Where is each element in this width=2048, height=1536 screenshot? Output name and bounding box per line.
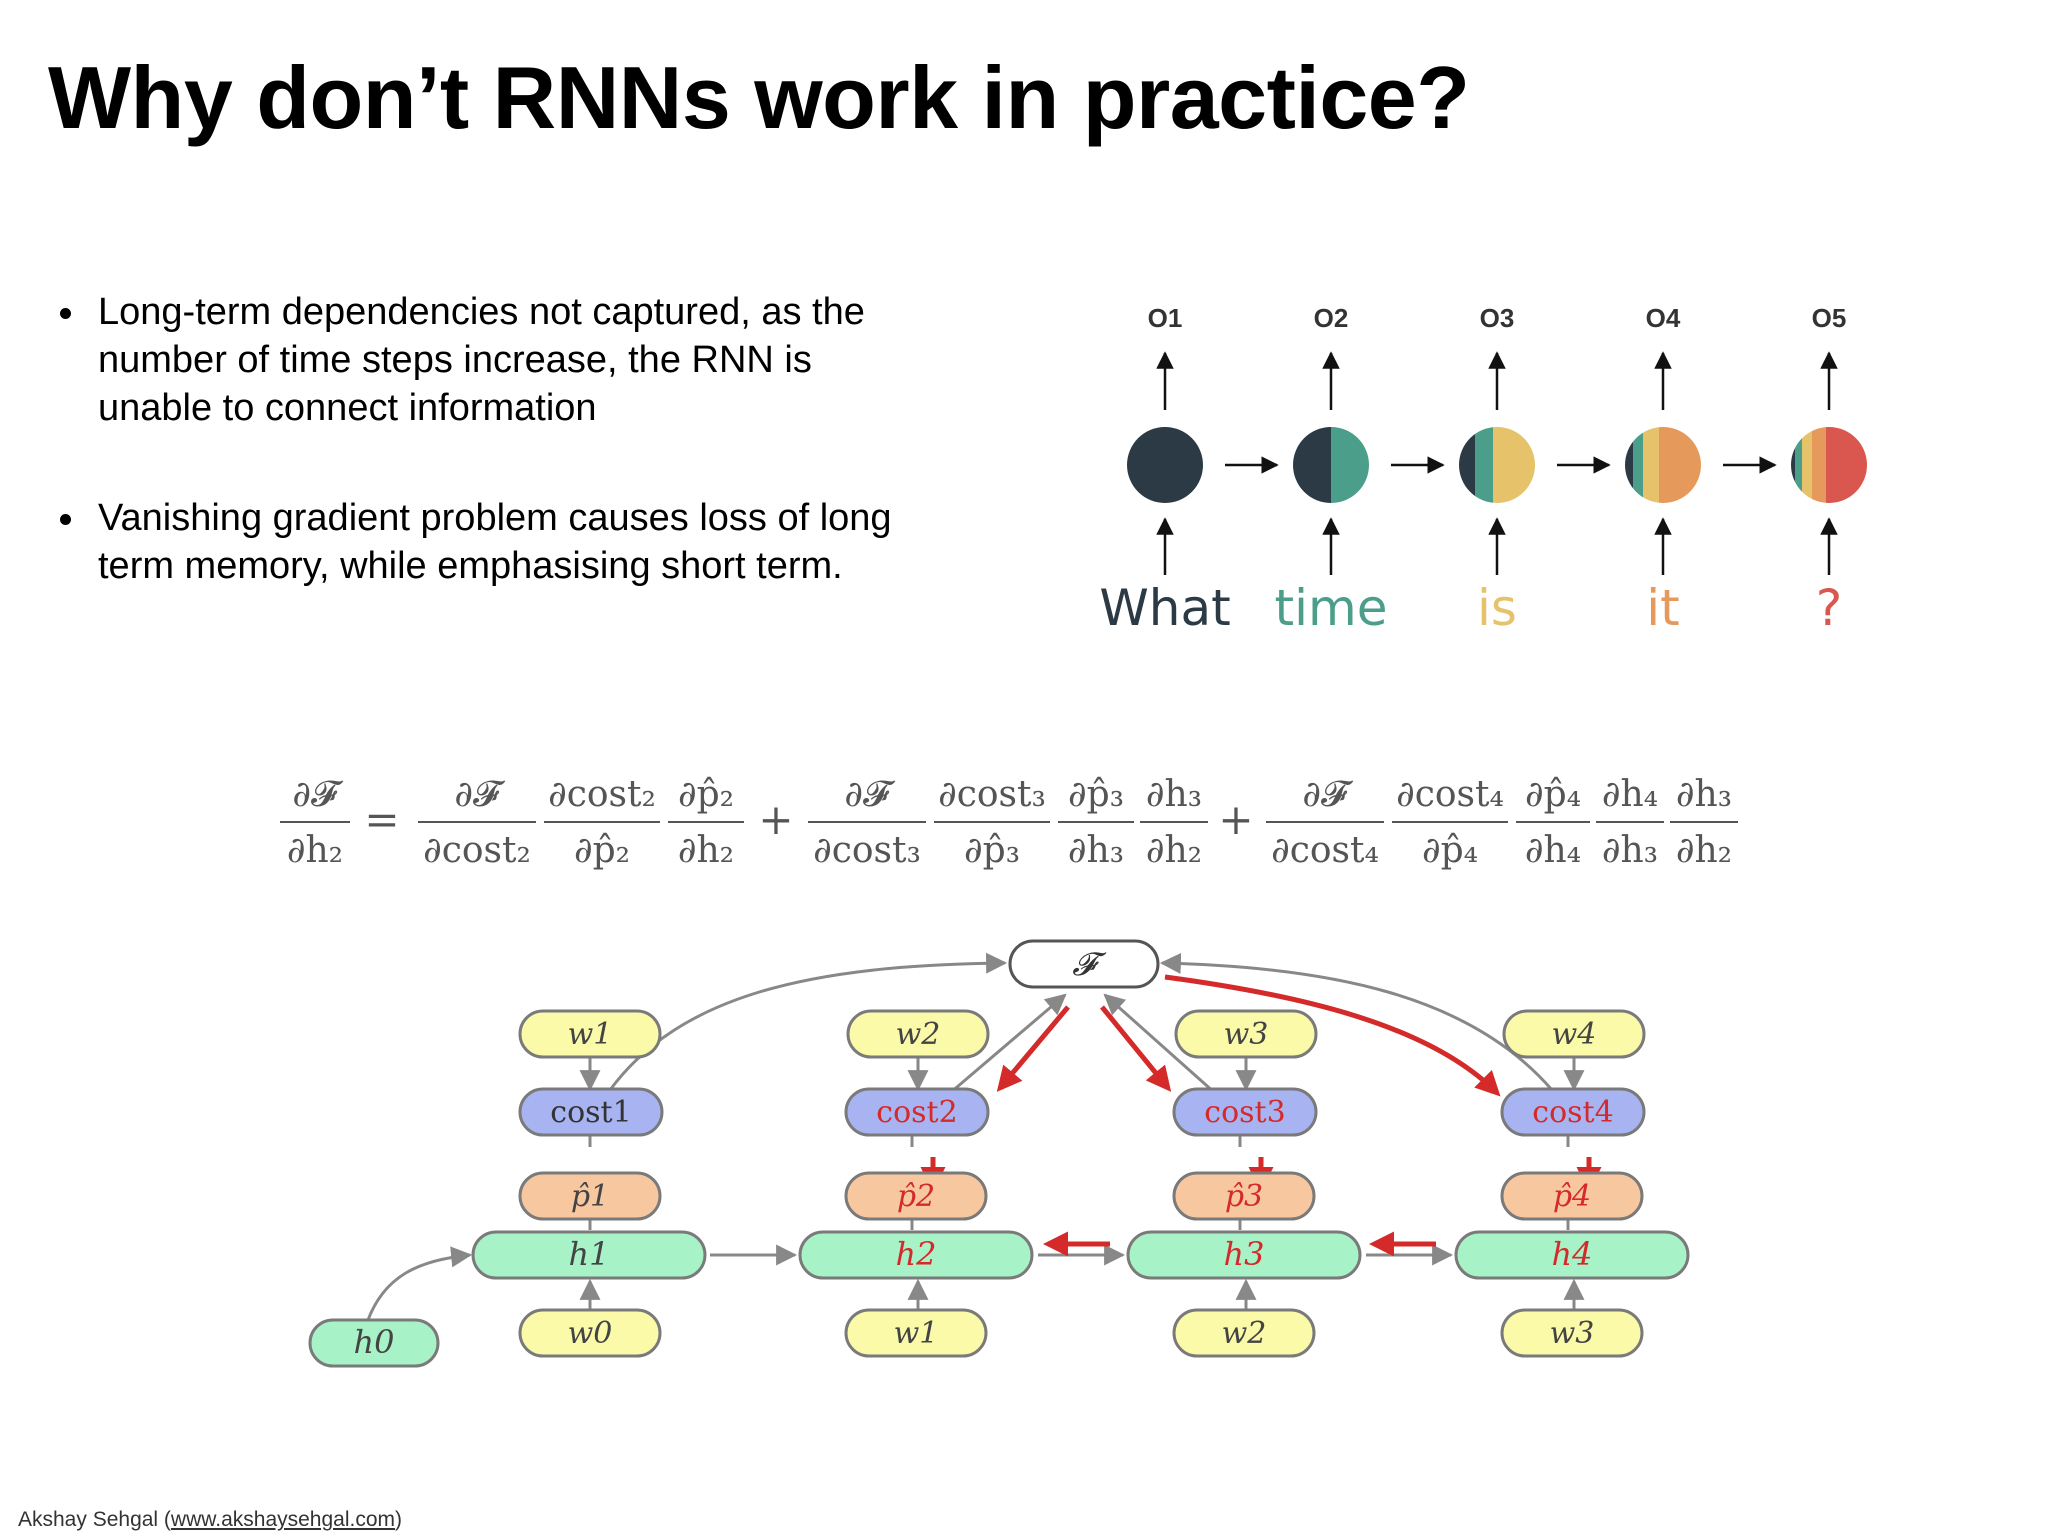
frac-den: ∂p̂₃ [964, 830, 1020, 871]
frac-den: ∂cost₂ [423, 830, 531, 871]
frac-den: ∂cost₃ [813, 830, 921, 871]
backprop-graph: 𝓕 h0 w1 cost1 p̂1 h1 w0 w2 cost2 p̂2 h2 … [308, 939, 1690, 1368]
w-top-label: w1 [568, 1017, 613, 1052]
cost-label: cost1 [550, 1095, 631, 1130]
gradient-equation: ∂𝓕 ∂h₂ = ∂𝓕 ∂cost₂ ∂cost₂ ∂p̂₂ ∂p̂₂ ∂h₂ … [280, 774, 1738, 871]
frac-den: ∂h₄ [1525, 830, 1581, 871]
p-label: p̂1 [571, 1179, 609, 1214]
footer-link[interactable]: www.akshaysehgal.com [170, 1508, 396, 1531]
output-label: O5 [1812, 303, 1847, 333]
w-top-label: w3 [1224, 1017, 1269, 1052]
plus-sign: + [758, 795, 793, 844]
input-word: is [1477, 579, 1517, 637]
w-bottom-label: w1 [894, 1316, 939, 1351]
frac-num: ∂h₃ [1146, 774, 1202, 815]
w-bottom-label: w2 [1222, 1316, 1267, 1351]
plus-sign: + [1218, 795, 1253, 844]
graph-column-3: w3 cost3 p̂3 h3 w2 [1126, 1009, 1362, 1358]
graph-column-4: w4 cost4 p̂4 h4 w3 [1454, 1009, 1690, 1358]
h-label: h4 [1552, 1235, 1593, 1273]
cost-label: cost4 [1532, 1095, 1613, 1130]
input-word: ? [1816, 579, 1843, 637]
frac-num: ∂cost₃ [938, 774, 1046, 815]
h-label: h1 [569, 1235, 610, 1273]
p-label: p̂2 [897, 1179, 935, 1214]
frac-num: ∂h₄ [1602, 774, 1658, 815]
w-top-label: w4 [1552, 1017, 1597, 1052]
footer-close: ) [395, 1508, 403, 1531]
frac-num: ∂p̂₄ [1525, 774, 1581, 815]
w-top-label: w2 [896, 1017, 941, 1052]
slide-title: Why don’t RNNs work in practice? [48, 48, 1470, 147]
h-label: h3 [1224, 1235, 1265, 1273]
graph-column-1: w1 cost1 p̂1 h1 w0 [471, 1009, 707, 1358]
bullet-item: Long-term dependencies not captured, as … [60, 288, 920, 432]
frac-den: ∂h₂ [1146, 830, 1202, 871]
input-word: What [1099, 579, 1230, 637]
frac-den: ∂h₃ [1068, 830, 1124, 871]
frac-den: ∂h₃ [1602, 830, 1658, 871]
w-bottom-label: w3 [1550, 1316, 1595, 1351]
h-label: h2 [896, 1235, 937, 1273]
cost-label: cost2 [876, 1095, 957, 1130]
frac-num: ∂h₃ [1676, 774, 1732, 815]
frac-num: ∂cost₂ [548, 774, 656, 815]
rnn-cell-1 [1127, 427, 1203, 503]
input-word: it [1646, 579, 1680, 637]
frac-num: ∂𝓕 [844, 774, 896, 815]
up-arrows-input [1156, 517, 1838, 575]
frac-den: ∂h₂ [678, 830, 734, 871]
output-label: O1 [1148, 303, 1183, 333]
p-label: p̂3 [1225, 1179, 1263, 1214]
cost-label: cost3 [1204, 1095, 1285, 1130]
frac-den: ∂h₂ [1676, 830, 1732, 871]
bullet-list: Long-term dependencies not captured, as … [60, 288, 920, 652]
output-label: O3 [1480, 303, 1515, 333]
bullet-item: Vanishing gradient problem causes loss o… [60, 494, 920, 590]
frac-den: ∂cost₄ [1271, 830, 1379, 871]
footer-author: Akshay Sehgal ( [18, 1508, 171, 1531]
frac-num: ∂𝓕 [1302, 774, 1354, 815]
F-node: 𝓕 [1008, 939, 1160, 989]
equals-sign: = [364, 795, 399, 844]
rnn-unrolled-diagram: O1 O2 O3 O4 O5 [1085, 285, 1905, 665]
lhs-numerator: ∂𝓕 [292, 774, 344, 815]
graph-column-2: w2 cost2 p̂2 h2 w1 [798, 1009, 1034, 1358]
lhs-denominator: ∂h₂ [287, 830, 343, 871]
w-bottom-label: w0 [568, 1316, 613, 1351]
frac-num: ∂𝓕 [454, 774, 506, 815]
frac-num: ∂p̂₂ [678, 774, 734, 815]
frac-num: ∂p̂₃ [1068, 774, 1124, 815]
p-label: p̂4 [1553, 1179, 1591, 1214]
frac-den: ∂p̂₂ [574, 830, 630, 871]
h0-node: h0 [308, 1318, 440, 1368]
frac-den: ∂p̂₄ [1422, 830, 1478, 871]
output-label: O2 [1314, 303, 1349, 333]
output-label: O4 [1646, 303, 1681, 333]
input-word: time [1275, 579, 1388, 637]
footer-credit: Akshay Sehgal (www.akshaysehgal.com) [18, 1508, 402, 1532]
h0-label: h0 [354, 1323, 395, 1361]
frac-num: ∂cost₄ [1396, 774, 1504, 815]
up-arrows-output [1156, 351, 1838, 410]
